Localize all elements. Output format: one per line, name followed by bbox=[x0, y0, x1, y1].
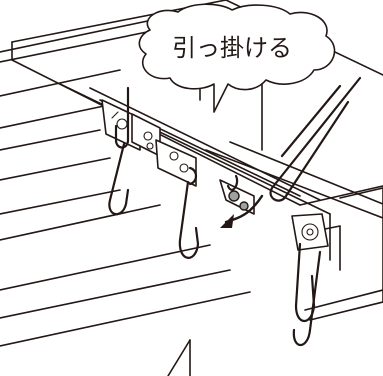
inserted-hook bbox=[269, 76, 362, 202]
hook-icon bbox=[108, 86, 322, 347]
callout-text: 引っ掛ける bbox=[172, 34, 292, 62]
arrow-icon bbox=[220, 194, 264, 228]
runner-3 bbox=[155, 139, 197, 187]
callout-bubble: 引っ掛ける bbox=[138, 3, 336, 113]
runner-5 bbox=[291, 213, 329, 251]
